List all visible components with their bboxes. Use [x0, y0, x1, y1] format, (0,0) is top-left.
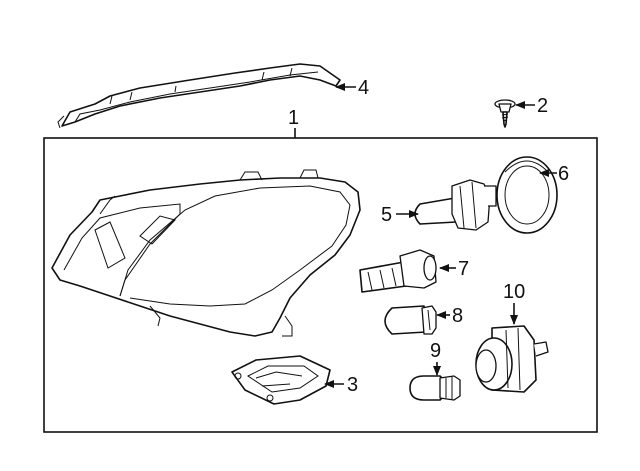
callout-7: 7: [458, 258, 469, 280]
part-3-module: [231, 355, 331, 405]
part-10-socket: [475, 325, 549, 393]
part-7-bulb: [359, 249, 437, 293]
part-8-bulb: [384, 305, 437, 335]
callout-10: 10: [503, 281, 525, 303]
callout-5: 5: [381, 204, 392, 226]
callout-9: 9: [430, 340, 441, 362]
headlamp-housing: [51, 169, 361, 337]
callout-2: 2: [537, 95, 548, 117]
callout-6: 6: [558, 163, 569, 185]
part-6-cover: [496, 156, 558, 234]
callout-3: 3: [347, 374, 358, 396]
callout-4: 4: [358, 77, 369, 99]
callout-1: 1: [288, 107, 299, 129]
part-2-screw: [494, 99, 516, 128]
part-5-bulb: [414, 179, 497, 231]
assembly-frame: [43, 137, 598, 433]
part-9-bulb: [409, 375, 461, 401]
callout-8: 8: [452, 305, 463, 327]
